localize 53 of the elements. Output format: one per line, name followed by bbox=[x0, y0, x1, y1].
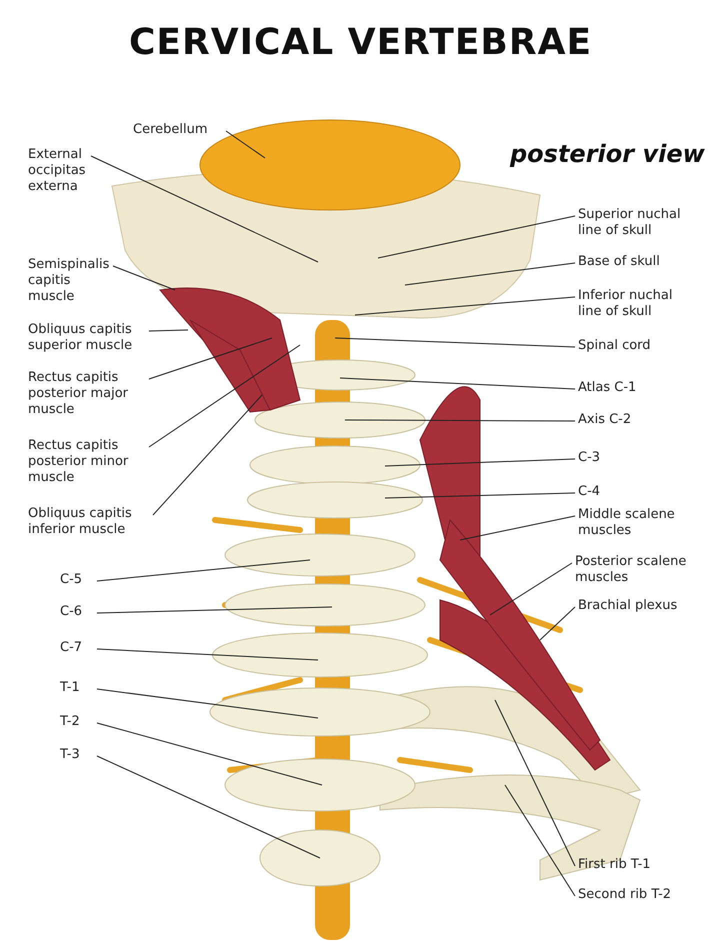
leader-line bbox=[148, 344, 300, 448]
part-label: Posterior scalene muscles bbox=[575, 554, 705, 586]
part-label: Obliquus capitis inferior muscle bbox=[28, 506, 150, 538]
part-label: Second rib T-2 bbox=[578, 887, 698, 903]
leader-line bbox=[152, 394, 262, 516]
part-label: C-6 bbox=[60, 604, 94, 620]
leader-line bbox=[378, 216, 576, 258]
part-label: Spinal cord bbox=[578, 338, 698, 354]
part-label: Obliquus capitis superior muscle bbox=[28, 322, 146, 354]
part-label: Axis C-2 bbox=[578, 412, 698, 428]
part-label: Atlas C-1 bbox=[578, 380, 698, 396]
leader-line bbox=[96, 756, 320, 858]
part-label: C-4 bbox=[578, 484, 698, 500]
leader-line bbox=[384, 492, 576, 498]
part-label: C-5 bbox=[60, 572, 94, 588]
leader-line bbox=[494, 700, 576, 866]
part-label: C-7 bbox=[60, 640, 94, 656]
leader-line bbox=[384, 458, 576, 466]
leader-line bbox=[490, 562, 572, 616]
title: CERVICAL VERTEBRAE bbox=[128, 22, 594, 63]
part-label: Brachial plexus bbox=[578, 598, 698, 614]
leader-line bbox=[96, 606, 332, 614]
part-label: External occipitas externa bbox=[28, 147, 88, 195]
leader-line bbox=[404, 262, 576, 286]
leader-line bbox=[90, 156, 318, 262]
leader-line bbox=[334, 338, 576, 348]
part-label: Rectus capitis posterior minor muscle bbox=[28, 438, 146, 486]
part-label: Base of skull bbox=[578, 254, 698, 270]
leader-line bbox=[460, 516, 576, 540]
leader-line bbox=[504, 784, 576, 896]
leader-line bbox=[540, 606, 576, 640]
part-label: T-2 bbox=[60, 714, 94, 730]
leader-line bbox=[340, 378, 576, 390]
leader-line bbox=[148, 338, 272, 380]
part-label: T-3 bbox=[60, 747, 94, 763]
leader-line bbox=[354, 296, 576, 316]
part-label: T-1 bbox=[60, 680, 94, 696]
part-label: C-3 bbox=[578, 450, 698, 466]
leader-line bbox=[112, 266, 176, 290]
part-label: Inferior nuchal line of skull bbox=[578, 288, 698, 320]
part-label: Rectus capitis posterior major muscle bbox=[28, 370, 146, 418]
leader-line bbox=[96, 688, 318, 718]
view-caption: posterior view bbox=[510, 140, 705, 168]
part-label: Middle scalene muscles bbox=[578, 507, 708, 539]
leader-line bbox=[96, 560, 310, 582]
leader-line bbox=[148, 330, 188, 332]
part-label: First rib T-1 bbox=[578, 857, 698, 873]
leader-line bbox=[96, 648, 318, 660]
part-label: Semispinalis capitis muscle bbox=[28, 257, 110, 305]
part-label: Cerebellum bbox=[133, 122, 223, 138]
part-label: Superior nuchal line of skull bbox=[578, 207, 698, 239]
leader-line bbox=[96, 722, 322, 786]
leader-line bbox=[344, 420, 576, 422]
